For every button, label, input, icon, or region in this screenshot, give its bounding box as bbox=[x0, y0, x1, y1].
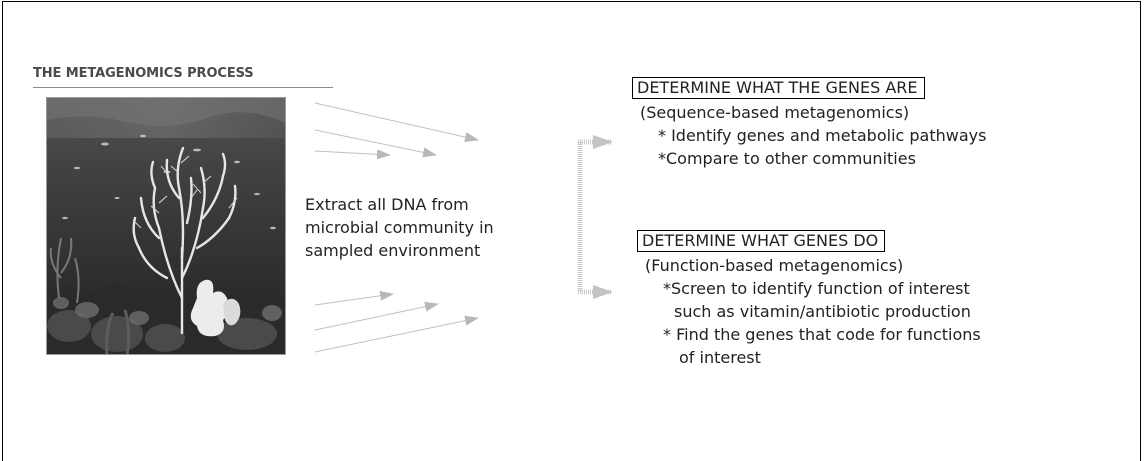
function-heading-box: DETERMINE WHAT GENES DO bbox=[637, 230, 886, 252]
function-bullet: * Find the genes that code for functions bbox=[663, 325, 981, 344]
sequence-subtitle: (Sequence-based metagenomics) bbox=[640, 103, 910, 122]
sequence-bullet: * Identify genes and metabolic pathways bbox=[658, 126, 987, 145]
arrow-lower-2 bbox=[314, 301, 439, 331]
function-bullet: *Screen to identify function of interest bbox=[663, 279, 970, 298]
arrow-upper-2 bbox=[314, 129, 437, 158]
arrow-lower-3 bbox=[314, 315, 479, 353]
extract-line: sampled environment bbox=[305, 241, 481, 260]
arrow-upper-3 bbox=[314, 149, 391, 160]
function-bullet-continuation: of interest bbox=[679, 348, 761, 367]
extract-line: microbial community in bbox=[305, 218, 494, 237]
sequence-bullet: *Compare to other communities bbox=[658, 149, 916, 168]
coral-reef-photo bbox=[46, 97, 286, 355]
function-details: (Function-based metagenomics) *Screen to… bbox=[645, 254, 981, 369]
function-bullet-continuation: such as vitamin/antibiotic production bbox=[674, 302, 971, 321]
arrow-upper-1 bbox=[314, 102, 479, 142]
extract-line: Extract all DNA from bbox=[305, 195, 469, 214]
function-subtitle: (Function-based metagenomics) bbox=[645, 256, 904, 275]
process-arrows bbox=[314, 102, 613, 353]
sequence-heading-box: DETERMINE WHAT THE GENES ARE bbox=[632, 77, 925, 99]
extract-dna-text: Extract all DNA from microbial community… bbox=[305, 193, 494, 262]
arrow-lower-1 bbox=[314, 290, 394, 306]
title-underline bbox=[33, 87, 333, 88]
sequence-details: (Sequence-based metagenomics) * Identify… bbox=[640, 101, 986, 170]
process-title: THE METAGENOMICS PROCESS bbox=[33, 66, 254, 81]
